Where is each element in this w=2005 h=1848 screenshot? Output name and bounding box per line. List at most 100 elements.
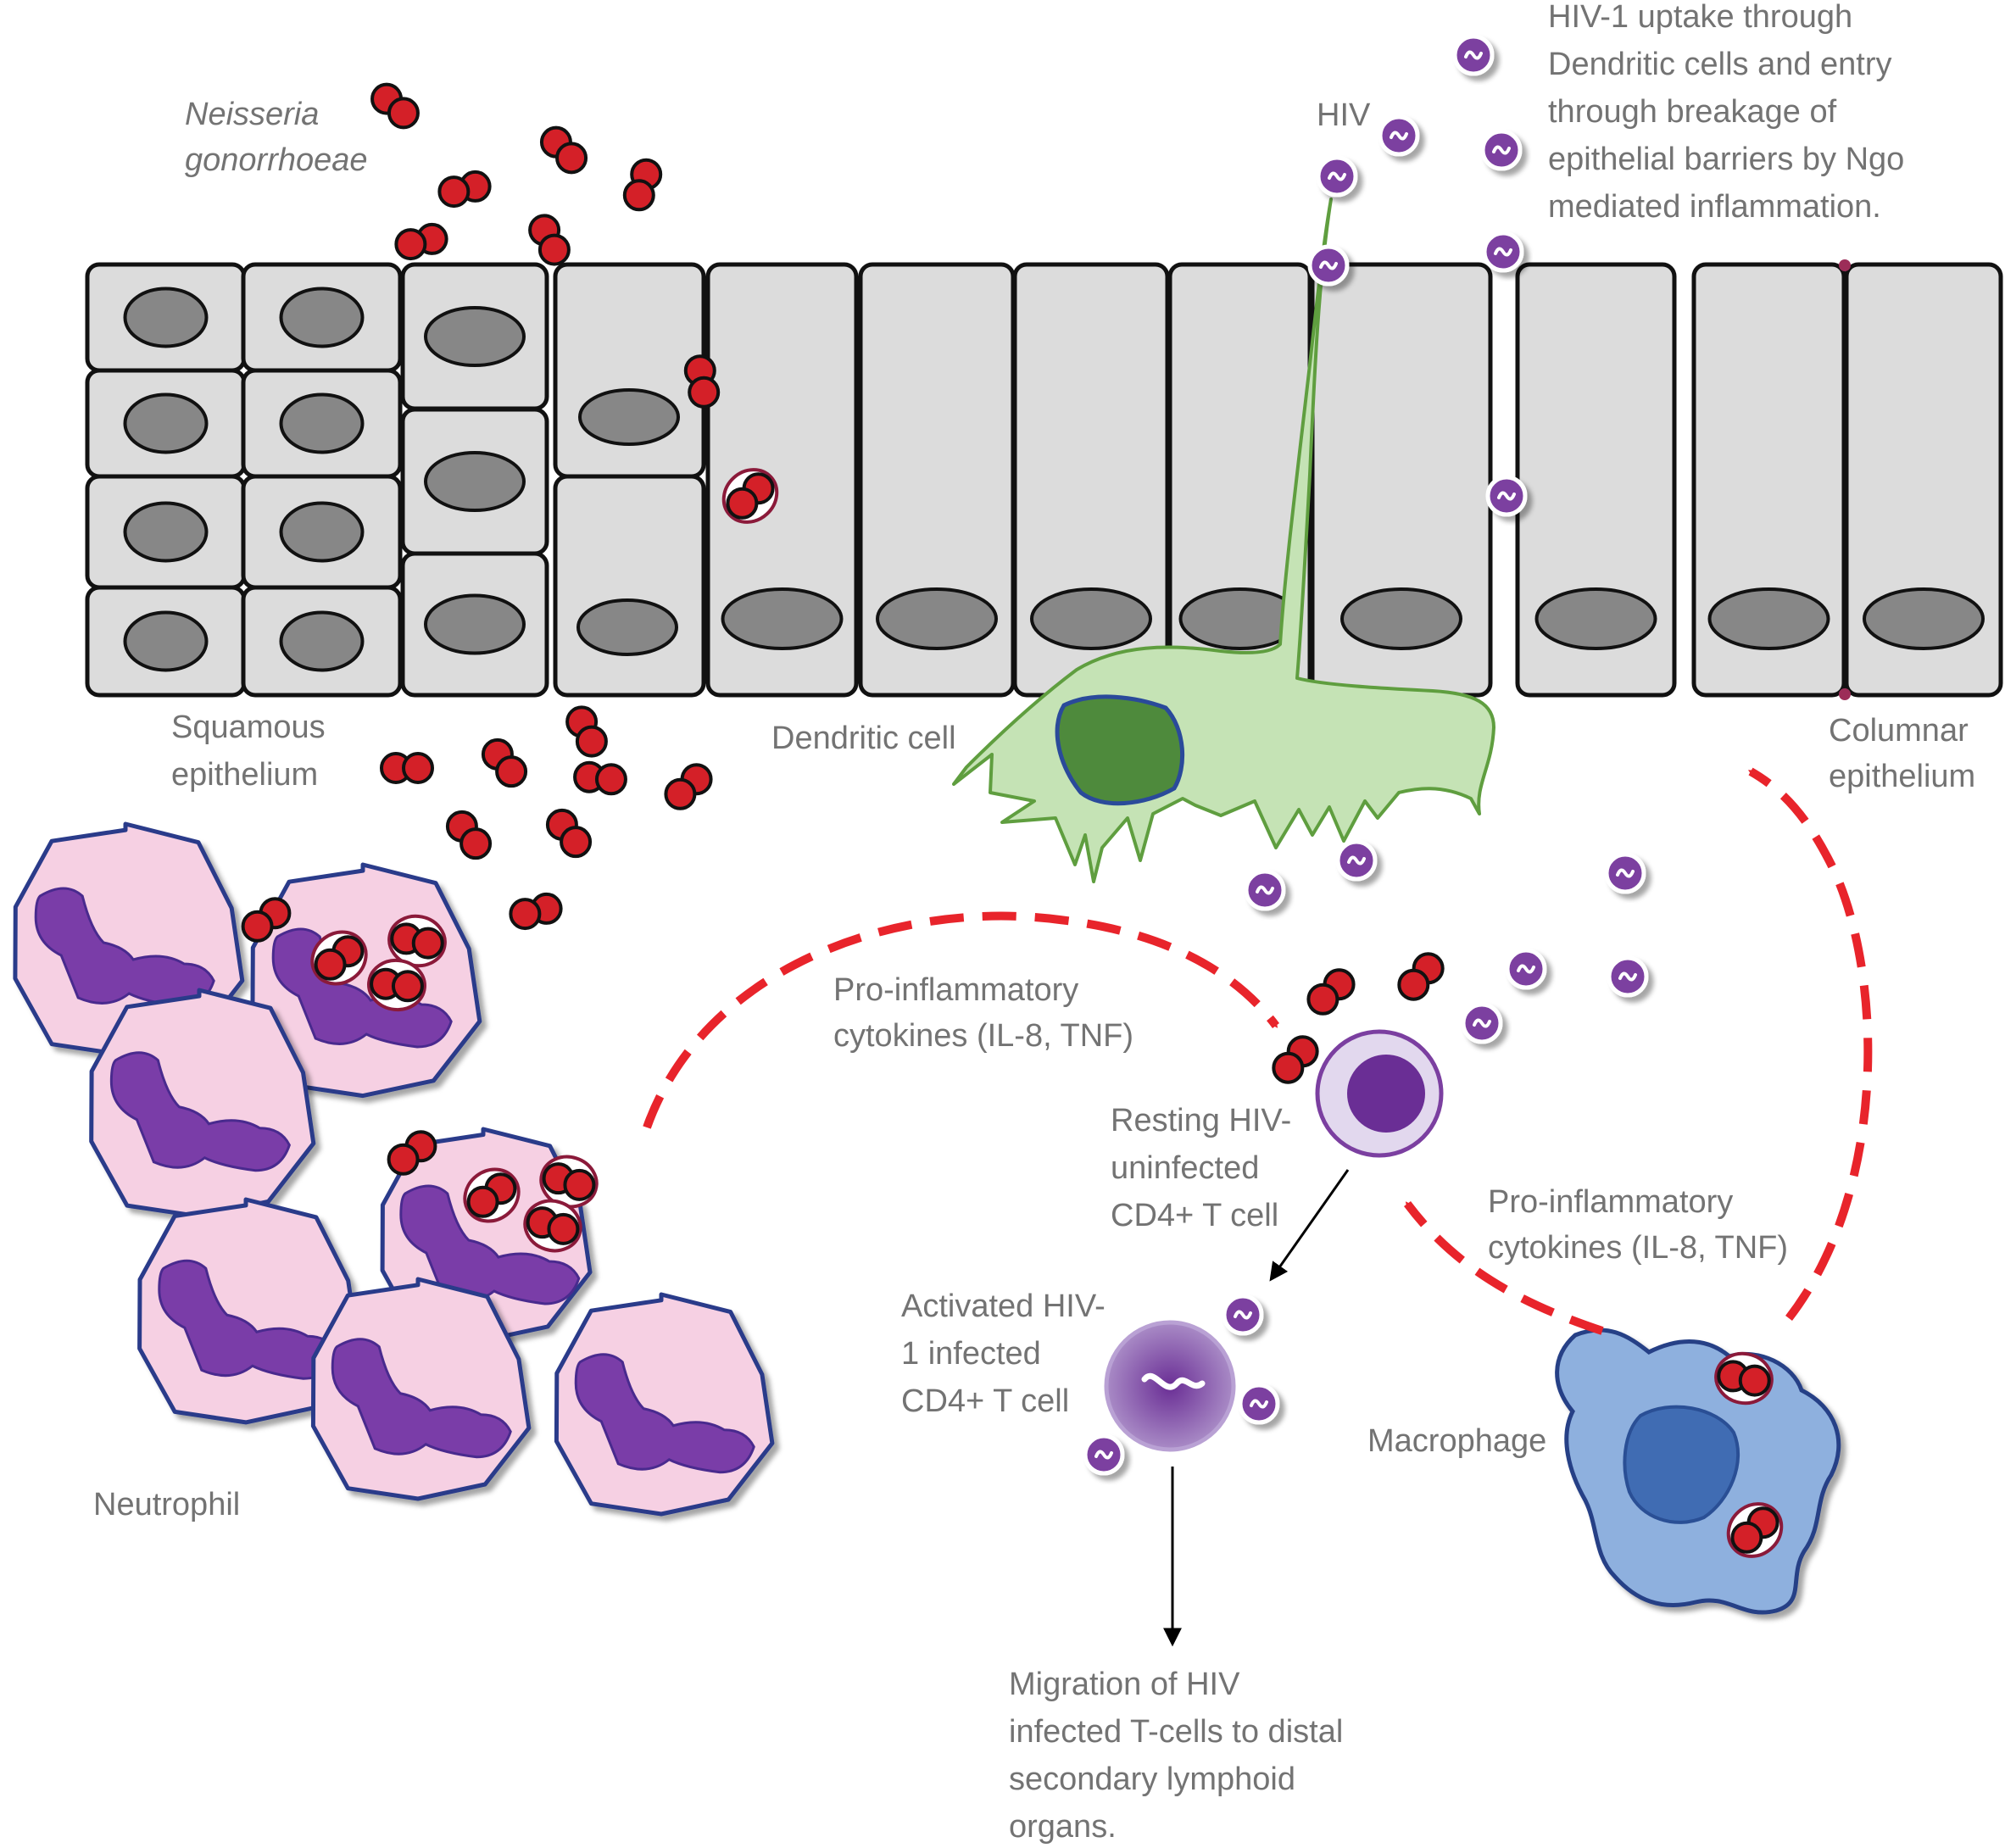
hiv-virion-icon bbox=[1604, 852, 1646, 894]
cell-nucleus bbox=[1863, 587, 1985, 650]
cell-nucleus bbox=[721, 587, 844, 650]
cell-nucleus bbox=[424, 451, 526, 512]
epithelial-cell bbox=[705, 262, 859, 698]
neutrophil-cluster bbox=[13, 821, 775, 1517]
activation-arrow bbox=[1269, 1169, 1350, 1282]
epithelial-cell bbox=[1844, 262, 2003, 698]
bacterium-icon bbox=[664, 763, 713, 810]
hiv-virion-icon bbox=[1485, 475, 1528, 517]
epithelial-cell bbox=[85, 585, 247, 698]
neutrophil-cell bbox=[137, 1197, 361, 1425]
macrophage bbox=[1555, 1328, 1841, 1615]
hiv-virion-layer bbox=[1083, 34, 1649, 1476]
cytokine-arrow-left bbox=[643, 911, 1279, 1129]
bacterium-icon bbox=[523, 1199, 582, 1253]
epithelial-cell bbox=[85, 262, 247, 373]
hiv-virion-icon bbox=[1452, 34, 1495, 76]
neutrophil-nucleus bbox=[399, 1184, 581, 1305]
label-dendritic: Dendritic cell bbox=[771, 721, 956, 756]
epithelial-cell bbox=[553, 262, 706, 479]
epithelial-cell bbox=[400, 262, 549, 411]
bacterium-icon bbox=[1714, 1351, 1774, 1405]
hiv-virion-icon bbox=[1461, 1002, 1503, 1044]
cell-nucleus bbox=[123, 287, 209, 348]
bacterium-icon bbox=[573, 760, 627, 796]
cell-nucleus bbox=[578, 388, 680, 446]
epithelial-cell bbox=[553, 474, 706, 698]
epithelial-cell bbox=[1167, 262, 1312, 698]
bacterium-icon bbox=[1272, 1035, 1319, 1084]
neutrophil-nucleus bbox=[109, 1051, 291, 1172]
cell-nucleus bbox=[424, 593, 526, 655]
labels: Neisseria gonorrhoeae HIV HIV-1 uptake t… bbox=[93, 0, 1977, 1845]
epithelial-cell bbox=[858, 262, 1016, 698]
bacterium-icon bbox=[683, 354, 721, 409]
epithelial-cell bbox=[1515, 262, 1677, 698]
t-cells bbox=[1104, 1029, 1444, 1452]
resting-t-cell bbox=[1315, 1029, 1444, 1158]
label-migration: Migration of HIV infected T-cells to dis… bbox=[1009, 1667, 1352, 1845]
cell-nucleus bbox=[279, 392, 365, 454]
bacterium-icon bbox=[241, 897, 292, 943]
epithelial-cell bbox=[241, 474, 403, 590]
cell-nucleus bbox=[123, 610, 209, 672]
cell-nucleus bbox=[1030, 587, 1152, 650]
bacterium-icon bbox=[509, 892, 563, 931]
epithelial-cell bbox=[241, 262, 403, 373]
hiv-virion-icon bbox=[1480, 129, 1523, 171]
bacterium-icon bbox=[1726, 1502, 1784, 1558]
bacterium-icon bbox=[565, 705, 608, 758]
activated-t-cell bbox=[1104, 1320, 1236, 1452]
cytokine-arrow-right bbox=[1404, 1200, 1604, 1335]
bacterium-icon bbox=[539, 1155, 599, 1209]
label-neisseria: Neisseria gonorrhoeae bbox=[185, 97, 368, 178]
hiv-virion-icon bbox=[1316, 155, 1358, 198]
epithelial-cell bbox=[85, 474, 247, 590]
label-resting-t-cell: Resting HIV- uninfected CD4+ T cell bbox=[1111, 1103, 1300, 1233]
bacterium-icon bbox=[721, 468, 779, 524]
bacterium-icon bbox=[528, 214, 571, 266]
epithelial-cell bbox=[241, 585, 403, 698]
dendritic-nucleus bbox=[1055, 694, 1185, 806]
epithelial-cell bbox=[400, 551, 549, 698]
bacterium-icon bbox=[387, 1130, 437, 1176]
bacterium-icon bbox=[1306, 968, 1356, 1016]
macrophage-nucleus bbox=[1623, 1405, 1740, 1524]
bacterium-icon bbox=[481, 738, 528, 788]
label-hiv: HIV bbox=[1317, 97, 1371, 133]
neutrophil-nucleus bbox=[331, 1338, 512, 1459]
hiv-virion-icon bbox=[1307, 244, 1350, 287]
neutrophil-nucleus bbox=[574, 1353, 755, 1474]
bacterium-icon bbox=[545, 808, 593, 859]
cell-nucleus bbox=[424, 306, 526, 367]
label-hiv-uptake: HIV-1 uptake through Dendritic cells and… bbox=[1548, 0, 1913, 225]
epithelial-cell bbox=[1310, 262, 1493, 698]
epithelial-cell bbox=[400, 407, 549, 556]
neutrophil-cell bbox=[310, 1277, 532, 1501]
neutrophil-cell bbox=[89, 988, 316, 1219]
label-neutrophil: Neutrophil bbox=[93, 1487, 240, 1522]
bacterium-icon bbox=[437, 170, 492, 209]
hiv-virion-icon bbox=[1607, 955, 1649, 998]
cell-nucleus bbox=[576, 598, 678, 656]
cell-nucleus bbox=[1340, 587, 1462, 650]
bacterium-icon bbox=[445, 810, 493, 860]
label-macrophage: Macrophage bbox=[1367, 1423, 1546, 1459]
dendritic-cell bbox=[952, 198, 1495, 883]
hiv-virion-icon bbox=[1222, 1294, 1264, 1336]
hiv-virion-icon bbox=[1335, 839, 1378, 882]
hiv-virion-icon bbox=[1378, 114, 1420, 157]
epithelial-cell bbox=[1691, 262, 1846, 698]
bacterium-icon bbox=[463, 1167, 521, 1223]
hiv-virion-icon bbox=[1505, 948, 1547, 990]
neutrophil-cell bbox=[554, 1292, 775, 1517]
bacterium-icon bbox=[539, 125, 588, 175]
epithelial-cell bbox=[241, 368, 403, 479]
cell-nucleus bbox=[279, 501, 365, 563]
bacteria-layer bbox=[241, 82, 1784, 1558]
hiv-virion-icon bbox=[1244, 869, 1286, 911]
cell-nucleus bbox=[876, 587, 998, 650]
hiv-virion-icon bbox=[1083, 1433, 1125, 1476]
label-columnar: Columnar epithelium bbox=[1829, 713, 1977, 794]
